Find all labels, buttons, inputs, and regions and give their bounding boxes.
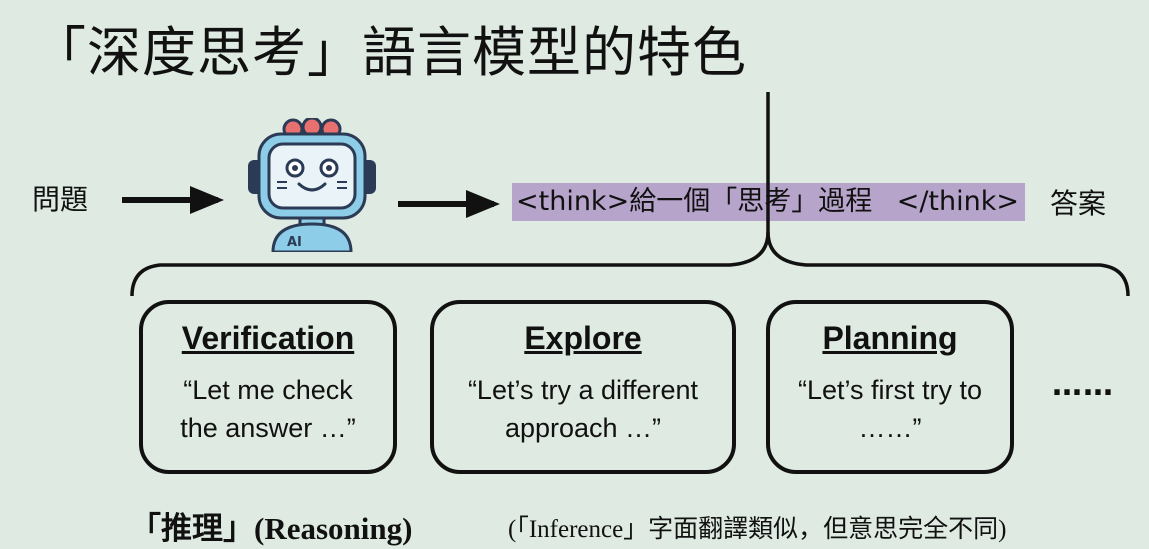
inference-note: (「Inference」字面翻譯類似，但意思完全不同) — [508, 516, 1007, 543]
reasoning-label: 「推理」(Reasoning) — [130, 511, 413, 546]
page-title: 「深度思考」語言模型的特色 — [32, 21, 747, 84]
card-body: “Let’s first try to……” — [797, 375, 983, 443]
card-title: Planning — [822, 320, 958, 356]
answer-label: 答案 — [1050, 187, 1107, 220]
robot-ai-icon: AI — [248, 118, 376, 252]
robot-badge: AI — [287, 235, 302, 250]
more-ellipsis: …… — [1052, 368, 1114, 403]
card-title: Explore — [524, 320, 642, 356]
question-label: 問題 — [32, 183, 89, 216]
think-open-tag: <think>給一個「思考」過程 — [516, 186, 873, 217]
card-title: Verification — [181, 320, 355, 356]
think-close-tag: </think> — [896, 186, 1019, 217]
arrow-to-think-icon — [398, 190, 500, 218]
arrow-to-model-icon — [122, 186, 224, 214]
card-planning: Planning “Let’s first try to……” — [766, 300, 1014, 474]
